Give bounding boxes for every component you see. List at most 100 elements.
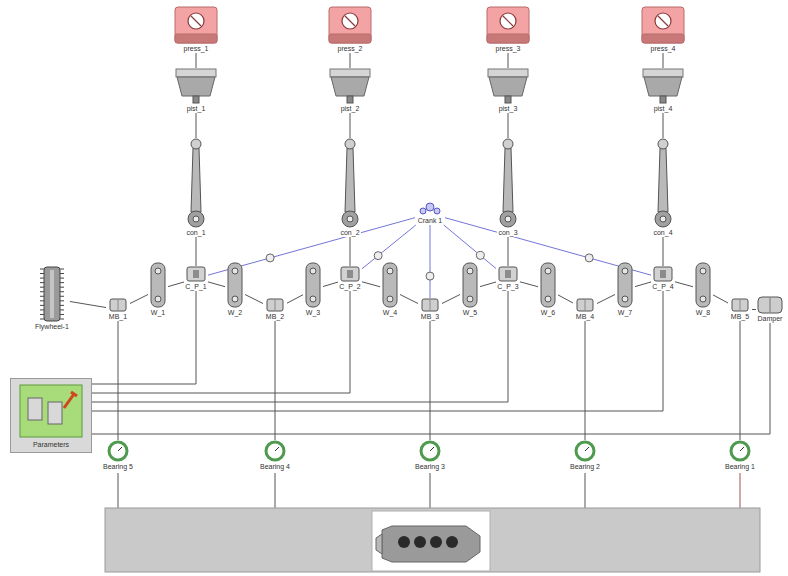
connecting-rod-icon [496,138,520,228]
part-label: C_P_2 [338,282,361,291]
sensor-link [362,225,416,269]
part-label: con_1 [185,228,206,237]
crank-pin: C_P_1 [184,266,208,291]
crank-web-icon [148,262,168,308]
crank-web: W_5 [460,262,480,317]
piston-part: pist_2 [328,68,372,113]
piston-part-icon [641,68,685,104]
mechanical-link [558,295,573,303]
sensor-symbol [426,272,434,280]
mechanical-link [508,113,509,138]
part-label: Crank 1 [417,216,444,225]
crank-web-icon [538,262,558,308]
part-label: pist_2 [340,104,361,113]
part-label: W_5 [462,308,478,317]
part-label: Bearing 1 [724,462,756,471]
part-label: MB_5 [730,312,750,321]
part-label: C_P_1 [184,282,207,291]
bearing-gauge-icon [410,440,450,462]
crank-web-icon [460,262,480,308]
mechanical-link [520,282,538,287]
sensor-link [444,225,496,269]
crank-web: W_7 [615,262,635,317]
bearing-gauge-icon [565,440,605,462]
crank-sensor: Crank 1 [415,202,445,225]
crank-web: W_2 [225,262,245,317]
bearing-gauge: Bearing 2 [565,440,605,471]
sensor-symbol [266,254,274,262]
crank-pin-icon [338,266,362,282]
mechanical-link [208,282,225,287]
mechanical-link [430,321,431,440]
mechanical-link [130,295,148,304]
part-label: MB_4 [575,312,595,321]
part-label: MB_2 [265,312,285,321]
piston-part: pist_1 [174,68,218,113]
part-label: C_P_3 [496,282,519,291]
part-label: W_2 [227,308,243,317]
sensor-symbol [585,254,593,262]
main-journal: MB_4 [573,298,597,321]
mechanical-link [323,282,338,286]
part-label: press_2 [337,44,364,53]
mechanical-link [713,295,728,303]
mechanical-link [196,237,197,266]
piston-part: pist_3 [486,68,530,113]
part-label: W_8 [695,308,711,317]
crank-web: W_6 [538,262,558,317]
part-label: con_3 [497,228,518,237]
pressure-source: press_1 [174,6,218,53]
mechanical-link [442,295,460,304]
crank-web-icon [693,262,713,308]
crank-web: W_8 [693,262,713,317]
part-label: pist_4 [653,104,674,113]
mechanical-link [362,282,380,287]
piston-part-icon [486,68,530,104]
piston-part-icon [328,68,372,104]
pressure-source: press_3 [486,6,530,53]
part-label: Bearing 5 [102,462,134,471]
part-label: MB_1 [108,312,128,321]
mechanical-link [585,321,586,440]
main-journal: MB_5 [728,298,752,321]
mechanical-link [350,237,351,266]
connecting-rod: con_2 [338,138,362,237]
part-label: Flywheel-1 [34,322,70,331]
bearing-gauge-icon [98,440,138,462]
piston-part-icon [174,68,218,104]
mechanical-link [70,301,106,307]
crank-web-icon [380,262,400,308]
main-journal-icon [728,298,752,312]
crank-pin: C_P_4 [651,266,675,291]
crank-pin: C_P_3 [496,266,520,291]
sensor-symbol [374,252,382,260]
part-label: W_1 [150,308,166,317]
pressure-source: press_2 [328,6,372,53]
connecting-rod-icon [338,138,362,228]
mechanical-link [508,237,509,266]
pressure-source-icon [174,6,218,44]
part-label: W_7 [617,308,633,317]
mechanical-link [168,282,184,287]
sensor-link [430,225,431,298]
part-label: press_4 [650,44,677,53]
mechanical-link [663,113,664,138]
main-journal-icon [418,298,442,312]
crank-sensor-icon [415,202,445,216]
mechanical-link [92,323,770,434]
crank-pin-icon [496,266,520,282]
main-journal-icon [106,298,130,312]
part-label: press_3 [495,44,522,53]
flywheel-part: Flywheel-1 [34,266,70,331]
mechanical-link [196,113,197,138]
part-label: Parameters [32,440,70,449]
crank-web: W_1 [148,262,168,317]
crank-web: W_3 [303,262,323,317]
main-journal: MB_1 [106,298,130,321]
bearing-gauge-icon [720,440,760,462]
part-label: pist_1 [186,104,207,113]
mechanical-link [480,282,496,287]
part-label: MB_3 [420,312,440,321]
bearing-gauge: Bearing 4 [255,440,295,471]
pressure-source-icon [641,6,685,44]
